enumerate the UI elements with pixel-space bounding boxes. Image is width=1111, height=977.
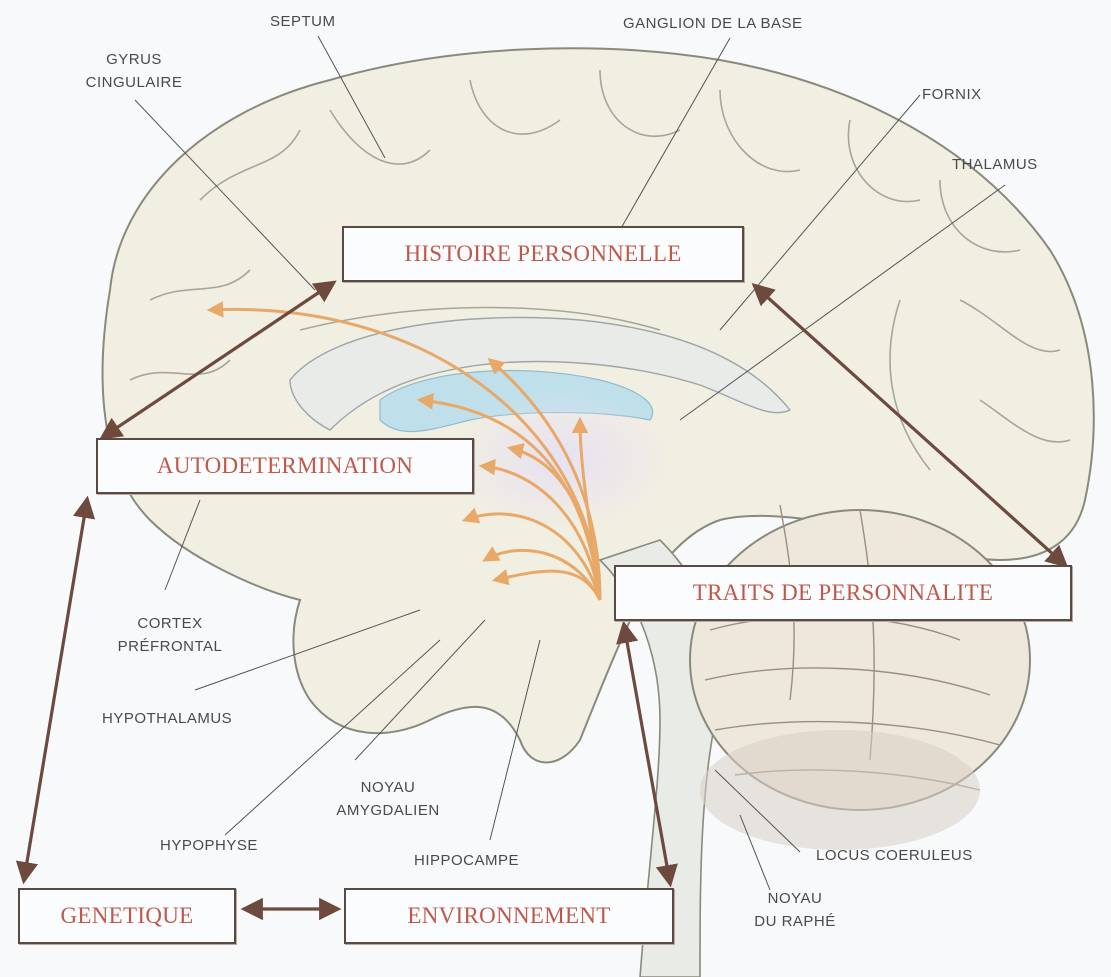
label-cortex-line1: CORTEX xyxy=(100,614,240,634)
box-genetique-label: GENETIQUE xyxy=(61,903,194,929)
box-traits-label: TRAITS DE PERSONNALITE xyxy=(693,580,993,606)
label-thalamus: THALAMUS xyxy=(952,155,1038,175)
label-locus-coeruleus: LOCUS COERULEUS xyxy=(816,846,973,866)
label-gyrus-line1: GYRUS xyxy=(58,50,210,70)
label-amygdalien-line1: NOYAU xyxy=(320,778,456,798)
label-ganglion: GANGLION DE LA BASE xyxy=(623,14,803,34)
box-environnement-label: ENVIRONNEMENT xyxy=(407,903,610,929)
box-autodetermination-label: AUTODETERMINATION xyxy=(157,453,413,479)
label-cortex-line2: PRÉFRONTAL xyxy=(100,637,240,657)
cerebellum xyxy=(690,505,1030,850)
box-histoire-label: HISTOIRE PERSONNELLE xyxy=(404,241,681,267)
label-amygdalien-line2: AMYGDALIEN xyxy=(320,801,456,821)
label-fornix: FORNIX xyxy=(922,85,982,105)
box-histoire-personnelle: HISTOIRE PERSONNELLE xyxy=(342,226,744,282)
box-genetique: GENETIQUE xyxy=(18,888,236,944)
box-traits-de-personnalite: TRAITS DE PERSONNALITE xyxy=(614,565,1072,621)
label-raphe-line2: DU RAPHÉ xyxy=(740,912,850,932)
box-autodetermination: AUTODETERMINATION xyxy=(96,438,474,494)
label-hypothalamus: HYPOTHALAMUS xyxy=(102,709,232,729)
label-gyrus-line2: CINGULAIRE xyxy=(58,73,210,93)
label-hippocampe: HIPPOCAMPE xyxy=(414,851,519,871)
label-septum: SEPTUM xyxy=(270,12,336,32)
box-environnement: ENVIRONNEMENT xyxy=(344,888,674,944)
label-raphe-line1: NOYAU xyxy=(740,889,850,909)
label-hypophyse: HYPOPHYSE xyxy=(160,836,258,856)
